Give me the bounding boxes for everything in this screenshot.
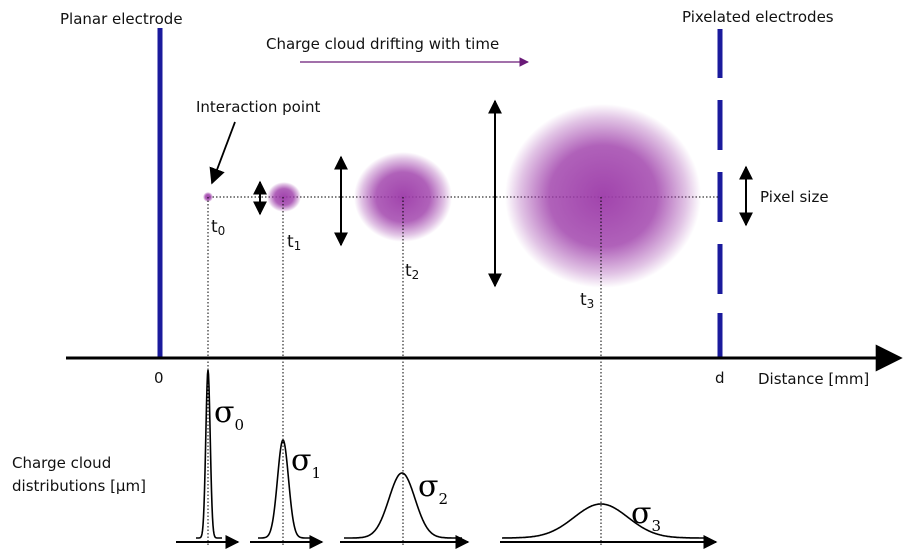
time-label-t3: t3 (580, 290, 594, 311)
svg-text:t2: t2 (405, 261, 419, 282)
svg-text:t3: t3 (580, 290, 594, 311)
pixel-size-label: Pixel size (760, 188, 829, 206)
gaussian-curve-2 (344, 472, 462, 539)
svg-text:σ2: σ2 (418, 469, 448, 508)
planar-electrode-label: Planar electrode (60, 10, 183, 28)
charge-cloud-t3 (505, 104, 701, 288)
axis-title: Distance [mm] (758, 370, 869, 388)
svg-text:σ3: σ3 (631, 496, 661, 535)
time-label-t1: t1 (287, 232, 301, 253)
sigma-label-0: σ0 (214, 395, 244, 434)
gaussian-curve-1 (258, 438, 310, 539)
interaction-point-label: Interaction point (196, 98, 321, 116)
sigma-label-3: σ3 (631, 496, 661, 535)
svg-text:σ0: σ0 (214, 395, 244, 434)
gaussian-curve-3 (502, 503, 708, 539)
sigma-label-2: σ2 (418, 469, 448, 508)
svg-text:t0: t0 (211, 217, 225, 238)
time-label-t0: t0 (211, 217, 225, 238)
drift-caption: Charge cloud drifting with time (266, 35, 499, 53)
axis-end-label: d (715, 369, 725, 387)
distributions-label-line1: Charge cloud (12, 454, 111, 472)
sigma-label-1: σ1 (291, 443, 321, 482)
svg-text:t1: t1 (287, 232, 301, 253)
pixelated-electrodes-label: Pixelated electrodes (682, 8, 834, 26)
distributions-label-line2: distributions [µm] (12, 477, 146, 495)
charge-cloud-t1 (267, 182, 301, 212)
time-label-t2: t2 (405, 261, 419, 282)
svg-text:σ1: σ1 (291, 443, 321, 482)
interaction-point-pointer (209, 121, 236, 185)
gaussian-curve-0 (196, 369, 222, 539)
axis-origin-label: 0 (154, 369, 164, 387)
